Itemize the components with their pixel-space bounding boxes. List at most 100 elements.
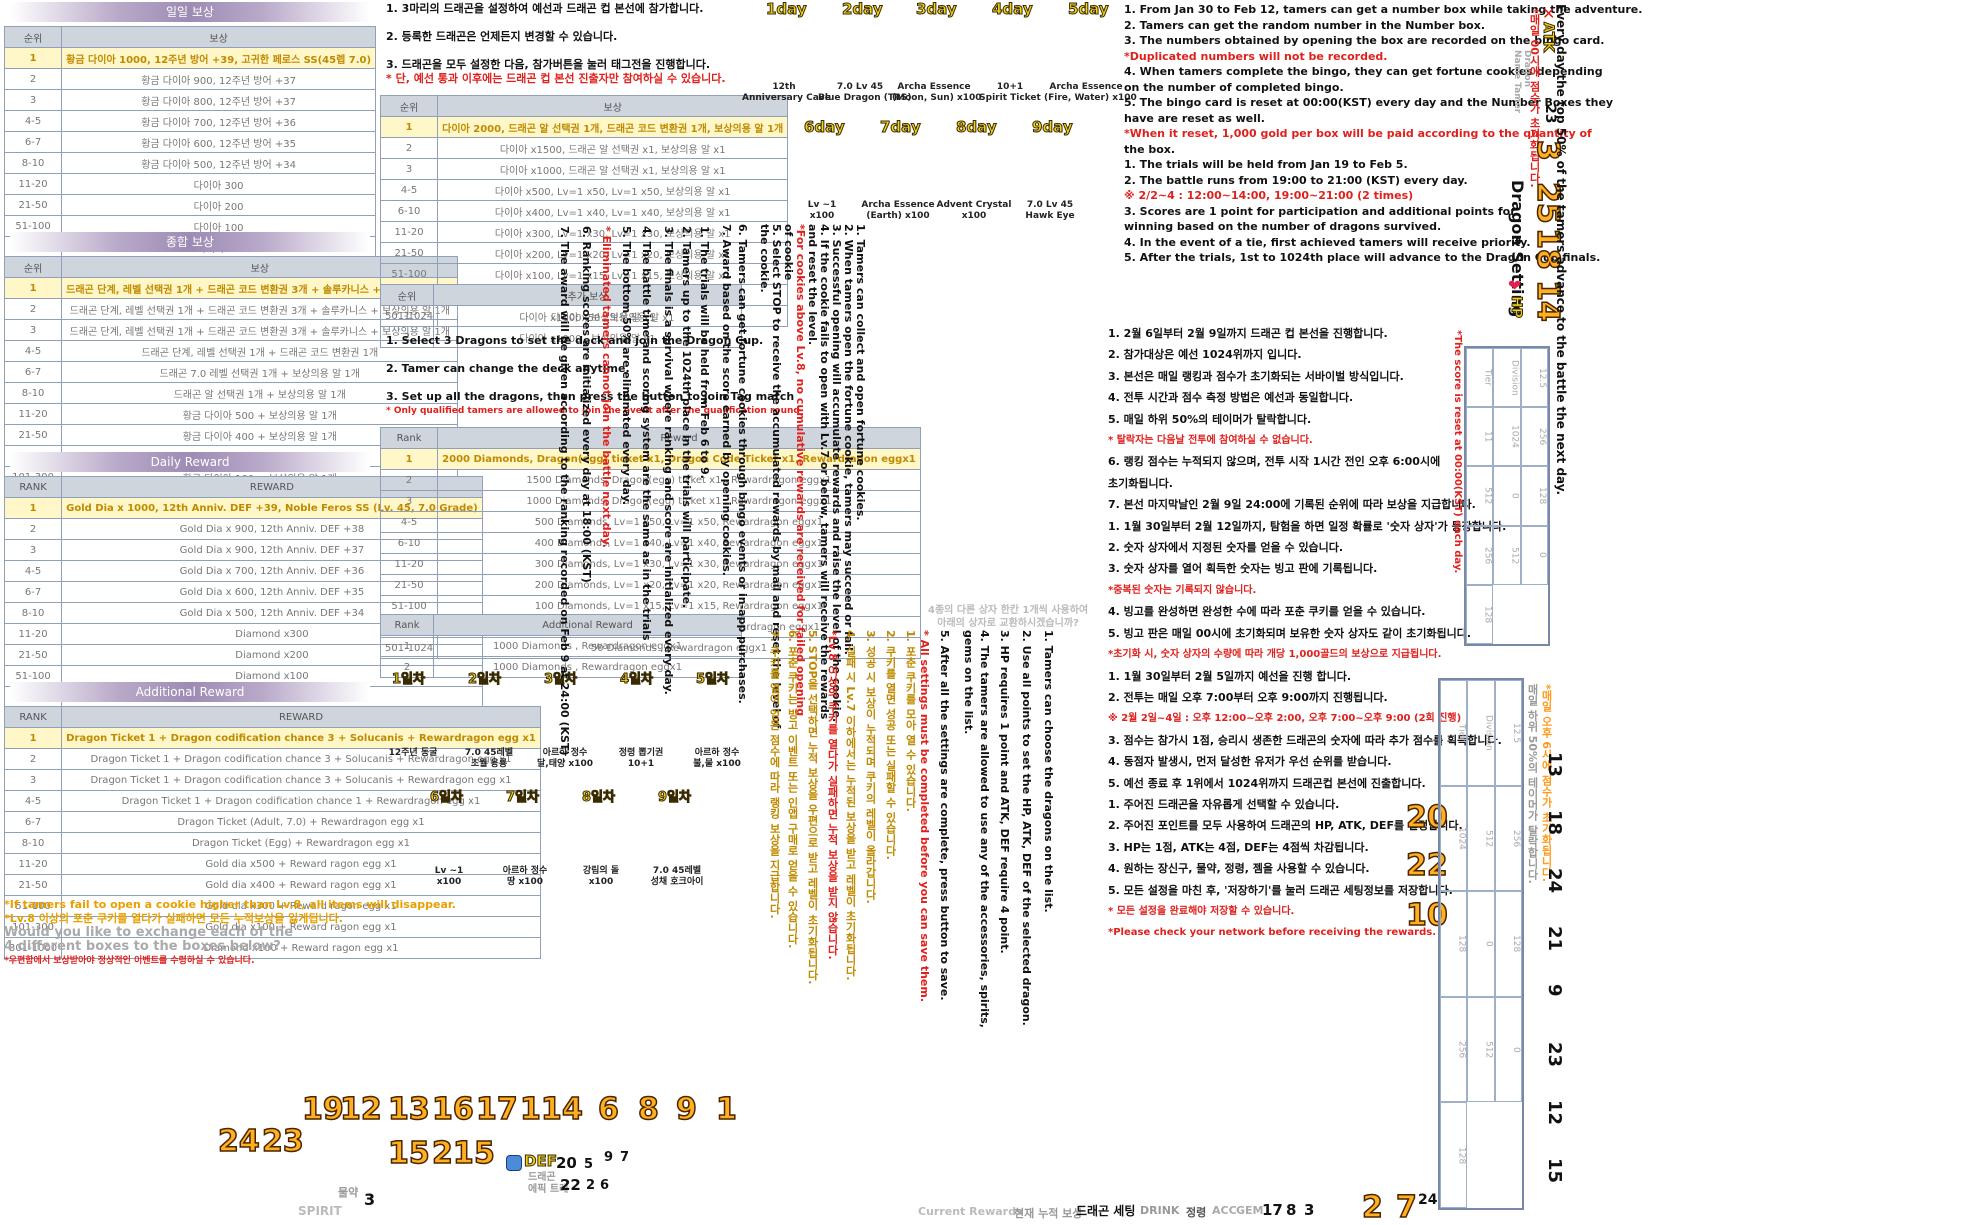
rank-cell: 6-7	[3, 581, 63, 603]
day-en-item-5: Archa Essence (Fire, Water) x100	[1044, 82, 1137, 103]
day-ko-4: 4일차	[620, 672, 654, 688]
score-cell: Division	[1493, 348, 1521, 408]
right-ko-bottom-1: 매일 하위 50%의 테이머가 탈락합니다.	[1526, 684, 1539, 884]
reward-cell: 황금 다이아 700, 12주년 방어 +36	[61, 110, 377, 132]
vertical-en-a-line: 1. Tamers can collect and open fortune c…	[854, 224, 867, 521]
rank-cell: 8-10	[3, 832, 63, 854]
event-ko-line: * 탈락자는 다음날 전투에 참여하실 수 없습니다.	[1108, 435, 1313, 447]
score-cell: 128	[1440, 1102, 1468, 1208]
event-en-line: 1. The trials will be held from Jan 19 t…	[1124, 158, 1408, 171]
rank-cell: 2	[3, 68, 63, 90]
vertical-en-b-line: 3. HP requires 1 point and ATK, DEF requ…	[998, 630, 1011, 954]
event-en-line: ※ 2/2~4 : 12:00~14:00, 19:00~21:00 (2 ti…	[1124, 189, 1414, 202]
score-cell: 128	[1440, 891, 1468, 997]
rank-cell: 6-7	[3, 131, 63, 153]
table-header: REWARD	[61, 706, 541, 728]
vertical-en-a-line: 7. Award based on the score earned by op…	[720, 224, 733, 576]
hp-label: HP	[1508, 296, 1525, 319]
rank-cell: 3	[379, 490, 439, 512]
day-en-item-1: 12th Anniversary Cave	[742, 82, 831, 103]
vertical-en-a-line: *For cookies above Lv.8, no cumulative r…	[794, 224, 807, 717]
day-ko-7: 7일차	[506, 790, 540, 806]
right-ko-bottom-2: *매일 오후 6시에 점수가 초기화됩니다.	[1540, 684, 1553, 882]
small-num-5: 7	[620, 1150, 630, 1165]
rank-cell: 21-50	[3, 424, 63, 446]
event-ko: 1. 2월 6일부터 2월 9일까지 드래곤 컵 본선을 진행합니다.2. 참가…	[1108, 323, 1506, 944]
far-right-number: 23	[1544, 1042, 1565, 1068]
bingo-number: 8	[637, 1091, 659, 1128]
current-rewards-ko: 현재 누적 보상	[1014, 1207, 1083, 1220]
event-ko-line: 5. 매일 하위 50%의 테이머가 탈락합니다.	[1108, 412, 1312, 426]
reward-cell: 1000 Diamonds , Rewardragon eggx1	[433, 656, 742, 678]
day-ko-item-5: 아르하 정수 불,물 x100	[693, 748, 741, 769]
small-num-6: 22	[560, 1176, 581, 1194]
day-ko-5: 5일차	[696, 672, 730, 688]
vertical-en-a-line: 2. Tamers up to the 1024th place in the …	[680, 226, 693, 609]
event-en-line: 2. The battle runs from 19:00 to 21:00 (…	[1124, 173, 1468, 187]
score-cell: 256	[1520, 407, 1548, 467]
day-en-bottom-item-1: Lv ~1 x100	[807, 200, 837, 221]
bingo-number: 5	[473, 1135, 495, 1172]
rank-cell: 11-20	[3, 403, 63, 425]
rank-cell: 21-50	[379, 574, 439, 596]
vertical-ko-line: 2. 쿠키를 열면 성공 또는 실패할 수 있습니다.	[884, 630, 897, 860]
atk-icon: ✕	[1542, 4, 1556, 23]
rank-cell: 21-50	[3, 874, 63, 896]
day-en-2: 2day	[842, 0, 884, 19]
event-ko-line: 4. 원하는 장신구, 물약, 정령, 젬을 사용할 수 있습니다.	[1108, 862, 1370, 876]
vertical-en-a-line: 6. Tamers can get fortune cookies throug…	[736, 224, 749, 704]
exchange-ko: 4종의 다른 상자 한칸 1개씩 사용하여 아래의 상자로 교환하시겠습니까?	[928, 604, 1088, 630]
event-ko-line: * 모든 설정을 완료해야 저장할 수 있습니다.	[1108, 905, 1295, 917]
score-cell: 12.5	[1520, 348, 1548, 408]
bingo-number: 21	[431, 1135, 474, 1172]
event-ko-line: *초기화 시, 숫자 상자의 수량에 따라 개당 1,000골드의 보상으로 지…	[1108, 649, 1442, 661]
day-ko-6: 6일차	[430, 790, 464, 806]
score-cell: 256	[1494, 785, 1522, 892]
vertical-ko-line: 6. 포춘 쿠키는 빙고 이벤트 또는 인앱 구매로 얻을 수 있습니다.	[786, 630, 799, 949]
table-header: 보상	[61, 256, 459, 278]
rank-cell: 2	[3, 748, 63, 770]
dragon-setting-ko: 드래곤 세팅	[1076, 1204, 1136, 1218]
vertical-en-b-line: 4. The tamers are allowed to use any of …	[978, 630, 991, 1028]
table-header: RANK	[3, 706, 63, 728]
event-ko-line: 2. 전투는 매일 오후 7:00부터 오후 9:00까지 진행됩니다.	[1108, 690, 1388, 704]
day-ko-item-4: 정령 뽑기권 10+1	[618, 748, 664, 769]
rank-cell: 6-7	[3, 811, 63, 833]
day-ko-bottom-item-3: 강림의 돌 x100	[582, 866, 620, 887]
rank-cell: 51-100	[379, 263, 439, 285]
day-ko-item-2: 7.0 45레벨 초월 용룡	[464, 748, 514, 769]
rank-cell: 3	[3, 769, 63, 791]
bingo-number: 9	[675, 1091, 697, 1128]
reward-cell: Dragon Ticket 1 + Dragon codification ch…	[61, 769, 541, 791]
rank-cell: 4-5	[379, 179, 439, 201]
reward-cell: 다이아 x1000 , 보상의용 알 x1	[433, 326, 742, 348]
day-en-8: 8day	[956, 118, 998, 137]
rank-cell: 2	[379, 469, 439, 491]
score-cell: Division	[1467, 680, 1495, 786]
vertical-en-a-line: * Eliminated tamers cannot join the batt…	[600, 226, 613, 548]
far-right-number: 21	[1544, 926, 1565, 952]
reward-cell: Diamond x100 + Reward ragon egg x1	[61, 937, 541, 959]
table-header: Rank	[379, 427, 439, 449]
rank-cell: 8-10	[3, 382, 63, 404]
rank-cell: 4-5	[3, 790, 63, 812]
reward-cell: 다이아 200	[61, 194, 377, 216]
event-ko-line: 2. 참가대상은 예선 1024위까지 입니다.	[1108, 348, 1302, 362]
top-right-num-1: 23	[1542, 104, 1558, 124]
rank-cell: 11-20	[379, 221, 439, 243]
day-ko-2: 2일차	[468, 672, 502, 688]
